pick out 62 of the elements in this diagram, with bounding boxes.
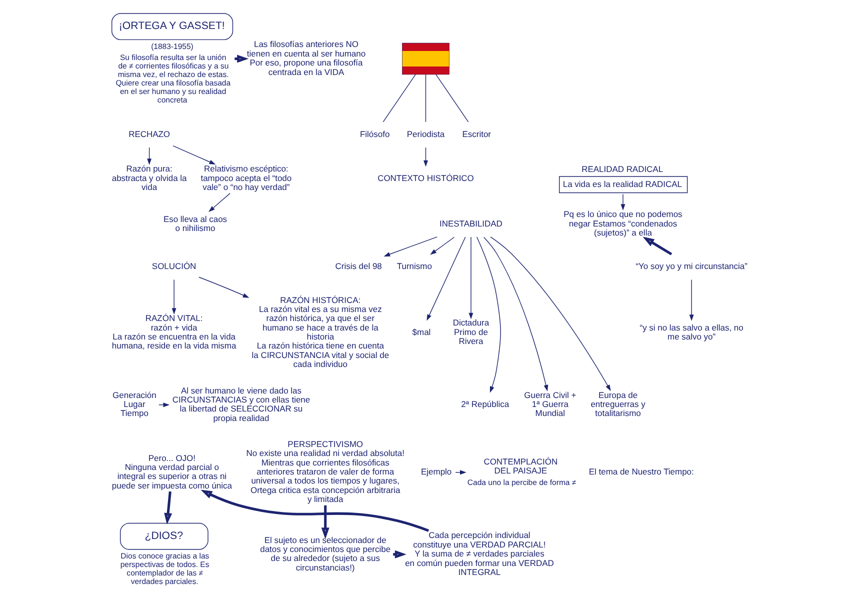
arrow — [426, 236, 466, 321]
node-text: Escritor — [462, 128, 490, 139]
node-text: “Yo soy yo y mi circunstancia” — [635, 261, 747, 272]
node-text: INESTABILIDAD — [439, 218, 502, 228]
node-box: La vida es la realidad RADICAL — [558, 176, 688, 194]
label: El tema de Nuestro Tiempo: — [588, 466, 694, 477]
node-label: Cada uno la percibe de forma ≠ — [466, 478, 576, 487]
node-text: Eso lleva al caos o nihilismo — [162, 214, 227, 233]
arrow — [688, 279, 694, 322]
connector — [424, 74, 426, 122]
arrow — [490, 236, 610, 392]
node-label: Su filosofía resulta ser la unión de ≠ corrientes filosóficas y a su misma vez, el rechazo de estas. Quiere crear una filosofía basada en el ser humano y su realidad concreta — [115, 53, 230, 104]
node-label: REALIDAD RADICAL — [581, 164, 663, 174]
node-text: Crisis del 98 — [334, 261, 382, 272]
node-text: 2ª República — [460, 399, 509, 410]
node-text: Periodista — [406, 128, 444, 139]
arrow — [198, 276, 249, 298]
node-text: Filósofo — [360, 128, 390, 139]
node-text: Ejemplo — [420, 466, 452, 477]
node-text: RAZÓN VITAL: razón + vida La razón se encuentra en la vida humana, reside en la vida misma — [111, 313, 236, 351]
node-text: CONTEMPLACIÓN DEL PAISAJE — [483, 456, 558, 476]
node-text: El sujeto es un seleccionador de datos y conocimientos que percibe de su alrededor (sujeto a sus circunstancias!) — [260, 534, 390, 572]
node-text: RAZÓN HISTÓRICA: La razón vital es a su misma vez razón histórica, ya que el ser humano se hace a través de la historia La razón histórica tiene en cuenta la CIRCUNSTANCIA vital y social de cada individuo — [251, 294, 389, 370]
node-text: SOLUCIÓN — [151, 261, 196, 272]
node-text: Generación Lugar Tiempo — [112, 390, 156, 418]
node-text: Al ser humano le viene dado las CIRCUNSTANCIAS y con ellas tiene la libertad de SELECCIONAR su propia realidad — [172, 385, 310, 423]
node-box: ¡ORTEGA Y GASSET! — [111, 13, 233, 40]
node-text: Razón pura: abstracta y olvida la vida — [111, 164, 186, 192]
node-text: PERSPECTIVISMO No existe una realidad ni verdad absoluta! Mientras que corrientes filosóficas anteriores trataron de valer de forma universal a todos los tiempos y lugares, Ortega critica esta concepción arbitraria y limitada — [246, 438, 404, 504]
node-text: Turnismo — [396, 261, 432, 272]
arrow — [200, 490, 429, 532]
node-text: Guerra Civil + 1ª Guerra Mundial — [524, 390, 576, 418]
arrow — [430, 236, 454, 255]
arrow — [146, 147, 152, 165]
arrow — [642, 236, 672, 256]
arrow — [423, 147, 428, 167]
arrow — [320, 505, 329, 540]
node-text: CONTEXTO HISTÓRICO — [377, 172, 474, 183]
node-text: “y si no las salvo a ellas, no me salvo yo” — [639, 322, 743, 342]
node-label: (1883-1955) — [150, 42, 193, 51]
arrow — [476, 236, 500, 393]
node-text: Dictadura Primo de Rivera — [452, 318, 489, 346]
arrow — [620, 194, 625, 211]
node-text: Pero... OJO! Ninguna verdad parcial o integral es superior a otras ni puede ser impuesta como única — [111, 452, 232, 490]
arrow — [383, 236, 437, 257]
node-box: ¿DIOS? — [119, 522, 208, 550]
arrow — [483, 236, 548, 392]
node-text: RECHAZO — [128, 128, 170, 139]
arrow — [468, 236, 473, 320]
arrow — [172, 146, 216, 165]
connector — [382, 74, 416, 122]
arrow — [164, 491, 172, 525]
connector — [435, 74, 468, 122]
node-text: Cada percepción individual constituye una VERDAD PARCIAL! Y la suma de ≠ verdades parciales en común pueden formar una VERDAD INTEGRAL — [404, 530, 554, 577]
node-text: Las filosofías anteriores NO tienen en cuenta al ser humano Por eso, propone una filosofía centrada en la VIDA — [246, 39, 366, 77]
node-text: $mal — [412, 326, 430, 337]
node-text: Pq es lo único que no podemos negar Estamos “condenados (sujetos)” a ella — [563, 209, 682, 238]
arrow — [171, 279, 176, 314]
node-label: Dios conoce gracias a las perspectivas de todos. Es contemplador de las ≠ verdades parciales. — [120, 551, 209, 586]
node-text: Europa de entreguerras y totalitarismo — [590, 390, 645, 418]
arrow — [208, 192, 230, 212]
node-text: Relativismo escéptico: tampoco acepta el “todo vale” o “no hay verdad” — [200, 164, 292, 192]
